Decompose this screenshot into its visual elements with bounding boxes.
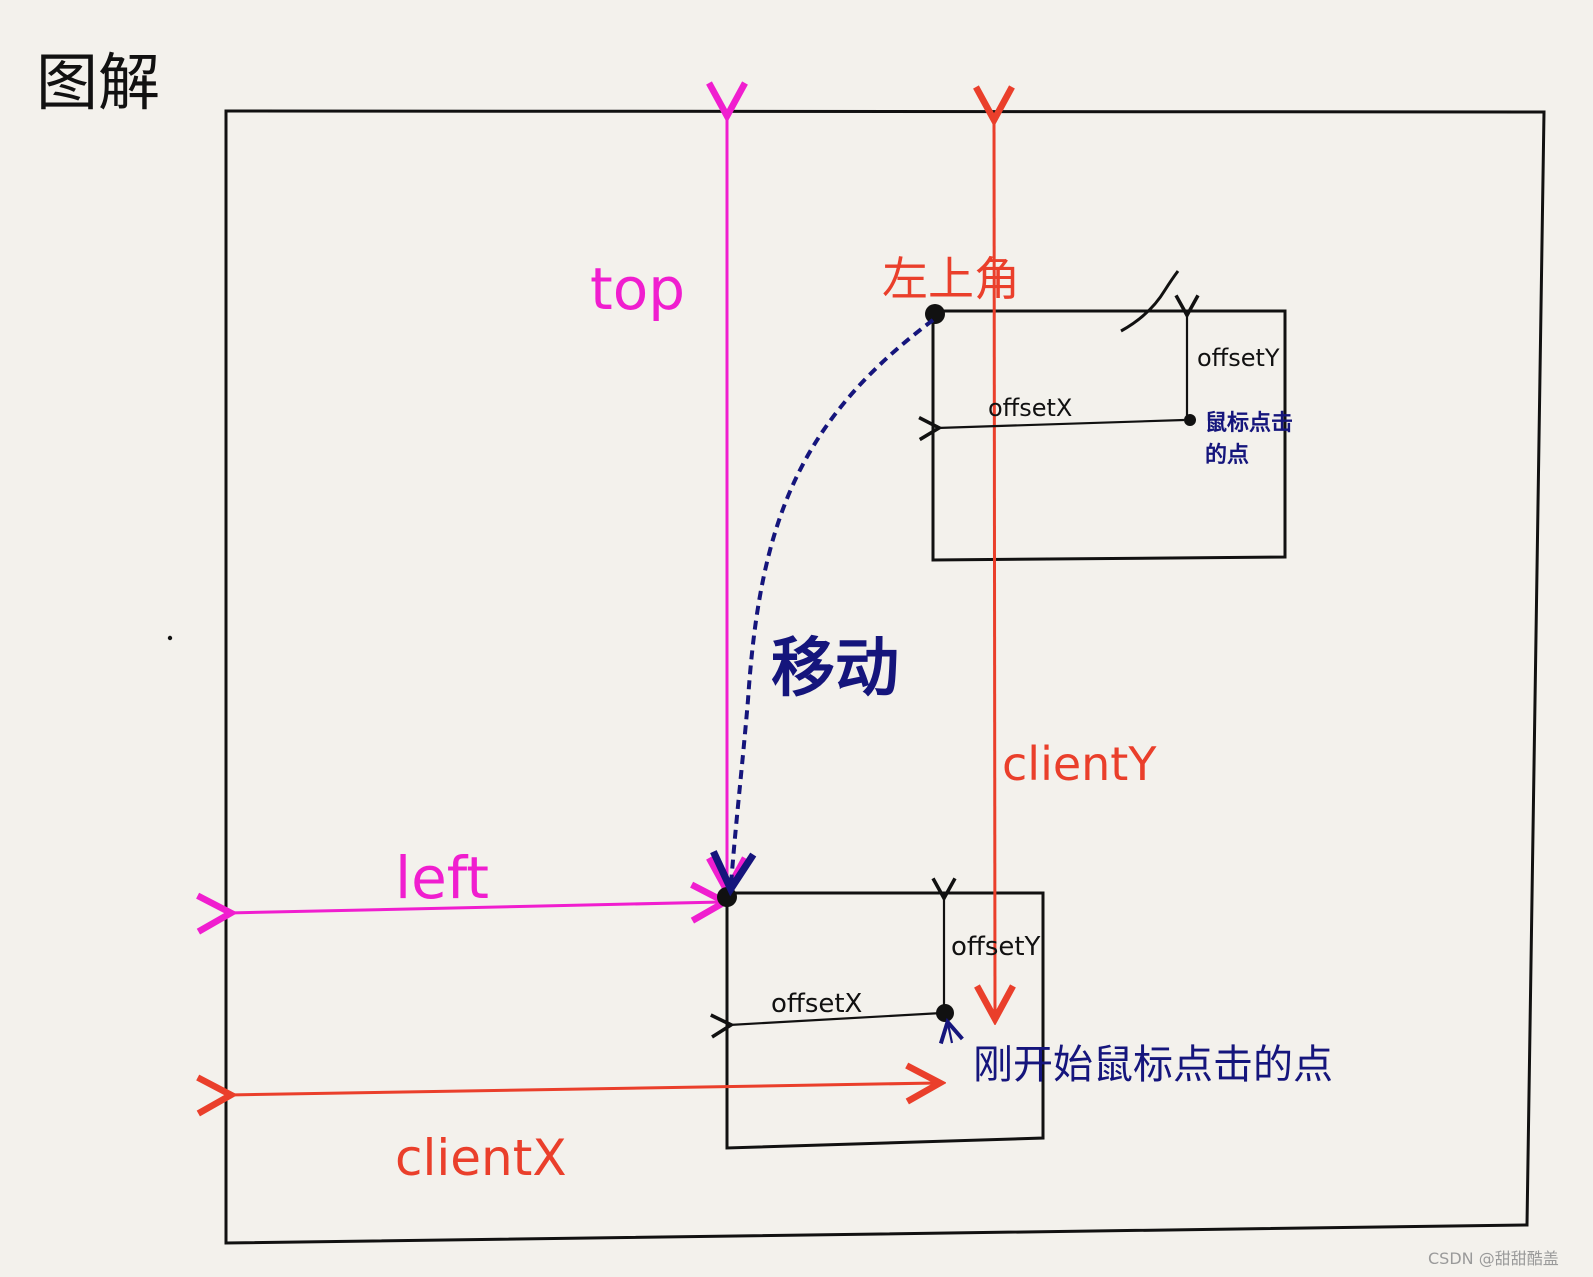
moved-box-click-point-label-1: 鼠标点击 xyxy=(1205,410,1293,436)
stray-dot xyxy=(167,635,173,641)
moved-box-offsety-label: offsetY xyxy=(1197,344,1280,372)
left-arrow xyxy=(228,902,722,913)
clienty-label: clientY xyxy=(1002,737,1157,791)
moved-box-click-point-label-2: 的点 xyxy=(1205,442,1249,468)
top-left-corner-label: 左上角 xyxy=(882,252,1020,306)
moved-box-offsetx-label: offsetX xyxy=(988,394,1072,422)
moved-box-corner-dot xyxy=(925,304,945,324)
top-label: top xyxy=(590,255,685,323)
moved-box-offsetx-arrow xyxy=(918,416,1185,442)
left-label: left xyxy=(395,844,489,912)
clientx-arrow xyxy=(228,1083,937,1095)
move-path xyxy=(710,318,935,897)
move-label: 移动 xyxy=(771,632,899,706)
page-title: 图解 xyxy=(36,46,160,119)
original-box-corner-dot xyxy=(717,887,737,907)
original-box-offsety-label: offsetY xyxy=(951,932,1041,962)
watermark: CSDN @甜甜酷盖 xyxy=(1428,1249,1559,1268)
original-box-click-point xyxy=(936,1004,954,1022)
clientx-label: clientX xyxy=(395,1129,567,1187)
cursor-stroke xyxy=(1120,270,1180,333)
moved-box-outline xyxy=(931,309,1287,562)
moved-box-click-point xyxy=(1184,414,1196,426)
initial-click-pointer xyxy=(938,1017,964,1045)
clienty-arrow xyxy=(994,117,995,1016)
initial-click-point-label: 刚开始鼠标点击的点 xyxy=(973,1042,1333,1088)
original-box-offsetx-label: offsetX xyxy=(771,989,862,1019)
original-box-offsetx-arrow xyxy=(710,1011,943,1039)
viewport-outline xyxy=(224,109,1546,1245)
